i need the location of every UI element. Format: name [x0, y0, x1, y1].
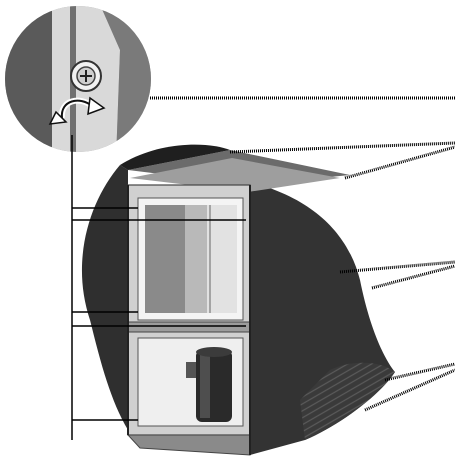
bottom-grille	[300, 362, 395, 440]
callout-side-panel-b	[371, 264, 455, 290]
callout-grille-a	[384, 362, 455, 382]
unit-body	[81, 144, 395, 456]
rotate-arrow-icon	[48, 96, 106, 125]
callout-top-cover-b	[344, 145, 455, 180]
callout-leaders	[150, 96, 455, 412]
callout-side-panel-a	[339, 260, 455, 274]
detail-inset	[5, 6, 151, 152]
callout-top-cover-a	[229, 141, 455, 154]
screw-icon	[70, 60, 102, 92]
compressor	[186, 347, 232, 422]
callout-grille-b	[364, 368, 455, 412]
left-bracket	[71, 135, 246, 440]
